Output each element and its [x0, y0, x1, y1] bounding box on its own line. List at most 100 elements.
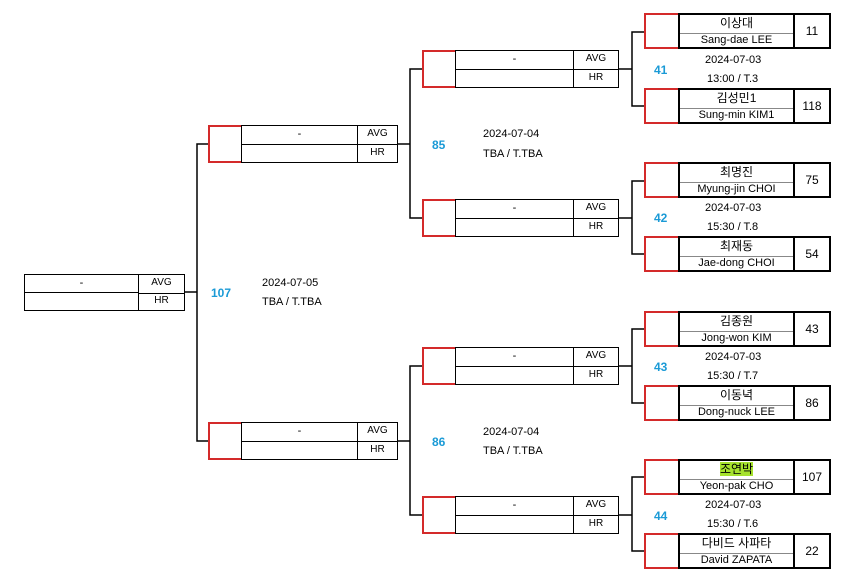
avg-label: AVG [358, 126, 397, 145]
stats-box: AVG HR [574, 50, 619, 88]
player-slot: - [455, 496, 574, 534]
bracket-connector-marker [208, 125, 241, 163]
match-date-qf-41: 2024-07-03 [705, 54, 762, 66]
bracket-connector-marker [422, 199, 455, 237]
stats-box: AVG HR [574, 496, 619, 534]
match-number-qf-41: 41 [654, 63, 668, 77]
player-placeholder: - [456, 51, 573, 70]
player-name-box: 이동녁 Dong-nuck LEE [678, 385, 795, 421]
player-english-name: Sang-dae LEE [700, 34, 773, 46]
bracket-connector-marker [422, 496, 455, 534]
player-seed: 107 [795, 459, 831, 495]
match-number-qf-42: 42 [654, 211, 668, 225]
hr-label: HR [588, 72, 604, 83]
player-english-name: Yeon-pak CHO [699, 480, 774, 492]
match-number-sf-85: 85 [432, 138, 446, 152]
hr-label: HR [588, 221, 604, 232]
player-slot-empty [25, 293, 139, 310]
hr-label: HR [588, 369, 604, 380]
player-seed: 22 [795, 533, 831, 569]
hr-label: HR [370, 444, 385, 455]
avg-label: AVG [574, 348, 618, 367]
player-placeholder: - [242, 423, 357, 442]
player-slot: - [455, 50, 574, 88]
player-placeholder: - [456, 200, 573, 219]
stats-box: AVG HR [574, 199, 619, 237]
avg-label: AVG [139, 275, 184, 294]
avg-label: AVG [574, 51, 618, 70]
player-placeholder: - [242, 126, 357, 145]
player-english-name: Dong-nuck LEE [697, 406, 776, 418]
player-name-box: 이상대 Sang-dae LEE [678, 13, 795, 49]
player-korean-name: 최재동 [680, 238, 793, 257]
avg-label: AVG [574, 200, 618, 219]
match-date-sf-85: 2024-07-04 [483, 128, 540, 140]
player-slot: - [241, 125, 358, 163]
player-english-name: Myung-jin CHOI [697, 183, 776, 195]
player-name-box: 조연박 Yeon-pak CHO [678, 459, 795, 495]
bracket-connector-marker [644, 311, 678, 347]
player-korean-name: 이동녁 [680, 387, 793, 406]
bracket-connector-marker [644, 13, 678, 49]
player-placeholder: - [456, 497, 573, 516]
match-time-table-sf-85: TBA / T.TBA [483, 148, 543, 160]
hr-label: HR [588, 518, 604, 529]
match-number-final: 107 [211, 286, 232, 300]
player-korean-name: 김성민1 [680, 90, 793, 109]
match-date-qf-42: 2024-07-03 [705, 202, 762, 214]
player-seed: 11 [795, 13, 831, 49]
player-placeholder: - [456, 348, 573, 367]
match-time-table-sf-86: TBA / T.TBA [483, 445, 543, 457]
match-date-qf-43: 2024-07-03 [705, 351, 762, 363]
player-english-name: Jong-won KIM [701, 332, 772, 344]
player-seed: 118 [795, 88, 831, 124]
bracket-connector-marker [422, 347, 455, 385]
match-time-table-final: TBA / T.TBA [262, 296, 322, 308]
avg-label: AVG [358, 423, 397, 442]
player-name-box: 김성민1 Sung-min KIM1 [678, 88, 795, 124]
player-slot: - [455, 199, 574, 237]
player-name-box: 최재동 Jae-dong CHOI [678, 236, 795, 272]
player-english-name: David ZAPATA [700, 554, 773, 566]
player-name-box: 김종원 Jong-won KIM [678, 311, 795, 347]
player-seed: 86 [795, 385, 831, 421]
stats-box: AVG HR [358, 422, 398, 460]
match-number-sf-86: 86 [432, 435, 446, 449]
match-date-sf-86: 2024-07-04 [483, 426, 540, 438]
player-seed: 75 [795, 162, 831, 198]
bracket-connector-marker [208, 422, 241, 460]
player-slot: - [241, 422, 358, 460]
match-time-table-qf-42: 15:30 / T.8 [707, 221, 759, 233]
stats-box: AVG HR [574, 347, 619, 385]
bracket-connector-marker [644, 236, 678, 272]
player-korean-name: 조연박 [680, 461, 793, 480]
player-korean-name: 이상대 [680, 15, 793, 34]
player-placeholder: - [25, 275, 139, 293]
match-number-qf-43: 43 [654, 360, 668, 374]
match-number-qf-44: 44 [654, 509, 668, 523]
bracket-connector-marker [644, 385, 678, 421]
match-slot-final[interactable]: - AVG HR [24, 274, 185, 311]
avg-label: AVG [574, 497, 618, 516]
match-date-final: 2024-07-05 [262, 277, 319, 289]
bracket-connector-marker [644, 162, 678, 198]
player-korean-name: 김종원 [680, 313, 793, 332]
player-korean-name: 최명진 [680, 164, 793, 183]
hr-label: HR [370, 147, 385, 158]
player-name-box: 최명진 Myung-jin CHOI [678, 162, 795, 198]
player-seed: 54 [795, 236, 831, 272]
player-slot: - [455, 347, 574, 385]
bracket-connector-marker [422, 50, 455, 88]
player-english-name: Sung-min KIM1 [698, 109, 775, 121]
player-korean-name: 다비드 사파타 [680, 535, 793, 554]
stats-box: AVG HR [358, 125, 398, 163]
bracket-connector-marker [644, 533, 678, 569]
match-time-table-qf-43: 15:30 / T.7 [707, 370, 759, 382]
match-time-table-qf-41: 13:00 / T.3 [707, 73, 759, 85]
match-date-qf-44: 2024-07-03 [705, 499, 762, 511]
player-english-name: Jae-dong CHOI [698, 257, 775, 269]
winner-highlight: 조연박 [719, 462, 754, 476]
match-time-table-qf-44: 15:30 / T.6 [707, 518, 759, 530]
player-seed: 43 [795, 311, 831, 347]
hr-label: HR [154, 295, 169, 306]
